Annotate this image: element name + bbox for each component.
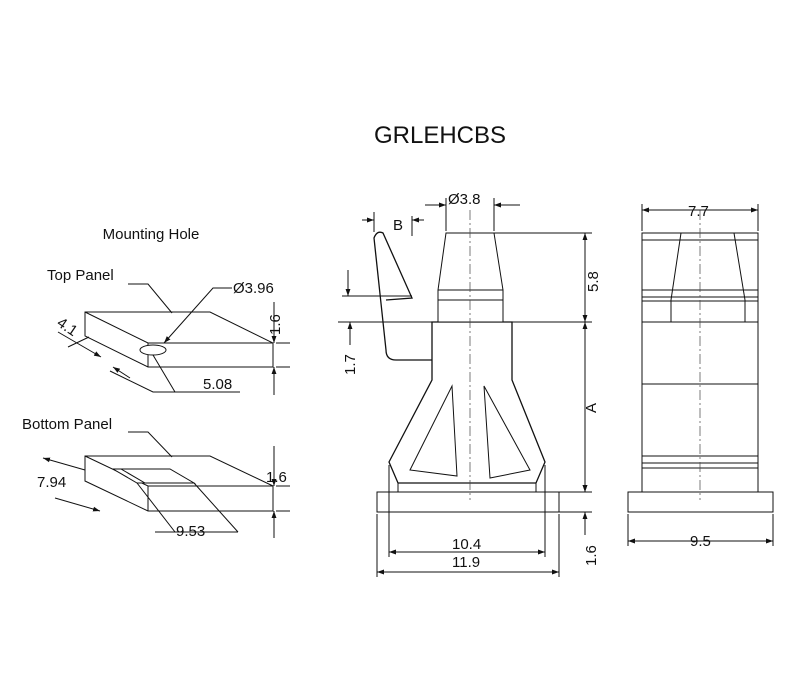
- side-view: 7.7 9.5: [627, 203, 774, 550]
- bottom-panel-plate: [84, 455, 274, 512]
- front-dim-diameter: Ø3.8: [448, 191, 481, 208]
- top-panel-edge-distance: 4.1: [54, 314, 81, 340]
- top-panel-leader: [128, 283, 173, 314]
- top-panel-label: Top Panel: [47, 267, 114, 284]
- front-view-base: [376, 491, 560, 513]
- front-dim-hook: 1.7: [342, 354, 359, 375]
- front-dim-a: A: [583, 403, 600, 413]
- top-panel-hole: [139, 344, 167, 356]
- top-panel-thickness: 1.6: [267, 314, 284, 335]
- top-panel-hole-offset: 5.08: [203, 376, 232, 393]
- front-view: Ø3.8 B 1.7 5.8 A 1.6 10.4 11.9: [338, 191, 602, 577]
- front-dim-b: B: [393, 217, 403, 234]
- side-view-base: [627, 491, 774, 513]
- bottom-panel-hole-length: 9.53: [176, 523, 205, 540]
- mounting-hole-heading: Mounting Hole: [103, 226, 200, 243]
- mounting-hole-section: Mounting Hole Top Panel Ø3.96 1.6 4.1 5.…: [22, 226, 290, 540]
- front-dim-head-height: 5.8: [585, 271, 602, 292]
- top-panel-hole-diameter: Ø3.96: [233, 280, 274, 297]
- bottom-panel-label: Bottom Panel: [22, 416, 112, 433]
- front-dim-inner-width: 10.4: [452, 536, 481, 553]
- bottom-panel-hole-width: 7.94: [37, 474, 66, 491]
- drawing-title: GRLEHCBS: [374, 122, 506, 149]
- front-view-head: [437, 232, 504, 323]
- bottom-panel-thickness: 1.6: [266, 469, 287, 486]
- top-panel-plate: [84, 311, 274, 368]
- front-view-hook: [373, 231, 432, 361]
- front-dim-base-thickness: 1.6: [583, 545, 600, 566]
- hole-diameter-leader: [163, 287, 232, 344]
- bottom-panel-leader: [128, 431, 173, 458]
- side-dim-top-width: 7.7: [688, 203, 709, 220]
- front-dim-base-width: 11.9: [452, 554, 480, 571]
- side-dim-base-width: 9.5: [690, 533, 711, 550]
- front-view-body: [388, 321, 546, 484]
